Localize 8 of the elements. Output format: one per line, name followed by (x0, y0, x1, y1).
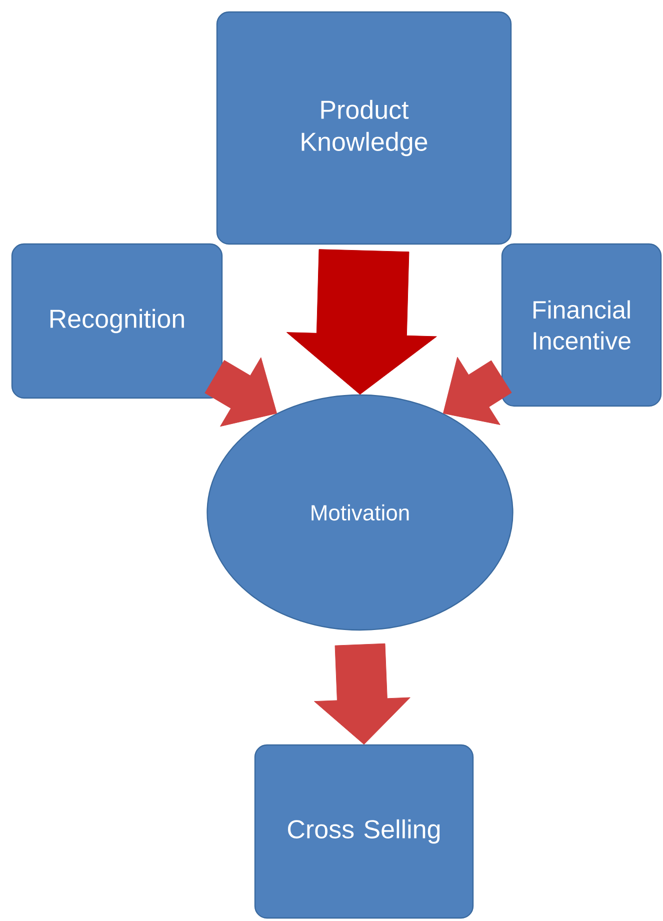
block-arrow (204, 357, 278, 427)
block-arrow (442, 356, 512, 425)
block-arrow (286, 249, 437, 395)
process-box: Cross Selling (254, 744, 474, 919)
block-arrow (314, 643, 410, 745)
process-box: Product Knowledge (216, 11, 512, 245)
process-box: Financial Incentive (501, 243, 662, 407)
process-box: Recognition (11, 243, 223, 399)
